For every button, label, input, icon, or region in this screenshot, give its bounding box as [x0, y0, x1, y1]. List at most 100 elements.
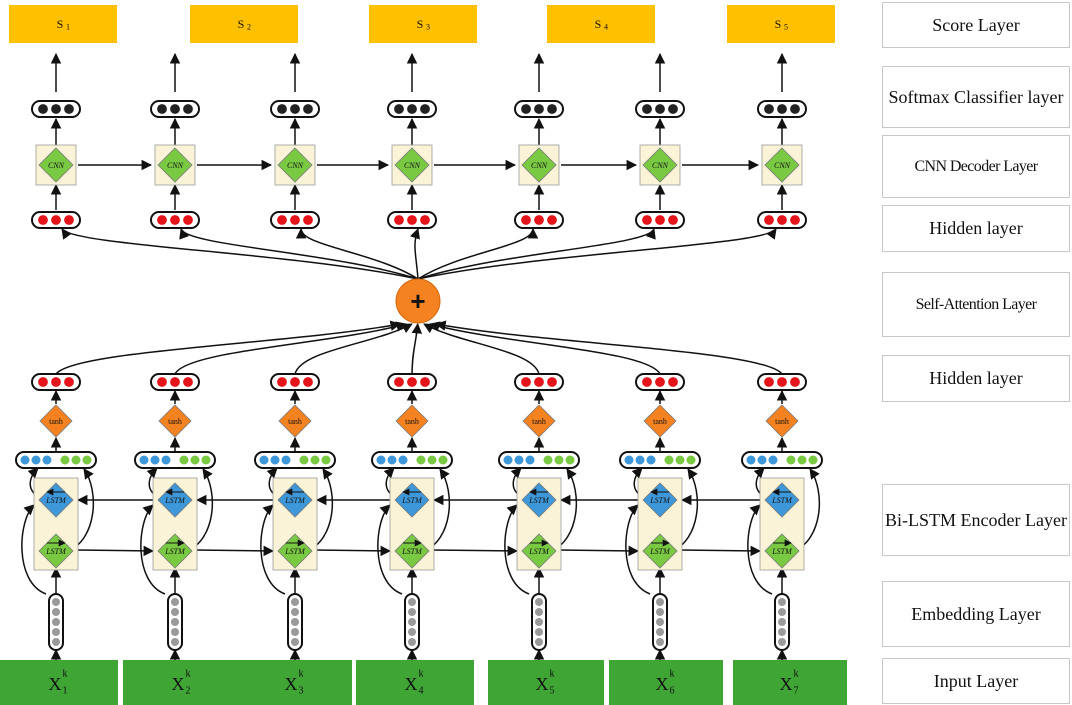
score-subscript-4: 4 [604, 23, 608, 32]
hidden-top-strip-7-dot-3 [789, 214, 801, 226]
hidden-top-strip-3 [270, 211, 320, 229]
hidden-bottom-strip-2-dot-1 [156, 376, 168, 388]
hidden-top-strip-7-dot-1 [763, 214, 775, 226]
input-label-7: X [780, 674, 793, 694]
concat-blue-dot-5-3 [525, 455, 535, 465]
label-score-layer: Score Layer [882, 2, 1070, 48]
hidden-bottom-strip-1-dot-1 [37, 376, 49, 388]
hidden-top-strip-3-dot-3 [302, 214, 314, 226]
score-box-1-fill [9, 5, 117, 43]
embedding-dot-2-2 [171, 608, 179, 616]
hidden-top-strip-1-dot-2 [50, 214, 62, 226]
input-label-1: X [49, 674, 62, 694]
concat-strip-6 [619, 451, 701, 469]
backward-lstm-node-3-label: LSTM [284, 496, 306, 505]
concat-green-dot-1-1 [60, 455, 70, 465]
concat-strip-5 [498, 451, 580, 469]
input-label-4: X [405, 674, 418, 694]
concat-blue-dot-2-2 [150, 455, 160, 465]
hidden-top-strip-1-dot-3 [63, 214, 75, 226]
input-superscript-4: k [419, 669, 424, 680]
concat-green-dot-4-3 [438, 455, 448, 465]
concat-blue-dot-1-1 [20, 455, 30, 465]
embedding-dot-7-3 [778, 618, 786, 626]
label-input-layer: Input Layer [882, 658, 1070, 704]
tanh-node-3: tanh [278, 404, 312, 438]
input-box-5-fill [488, 660, 604, 705]
arrow-forward-lstm-chain-2 [194, 545, 275, 557]
hidden-bottom-strip-2-dot-3 [182, 376, 194, 388]
embedding-dot-7-1 [778, 598, 786, 606]
cnn-node-1-label: CNN [48, 161, 65, 170]
softmax-strip-5-dot-1 [520, 103, 532, 115]
arrow-attention-to-hidden-2 [179, 228, 419, 280]
score-box-4-fill [547, 5, 655, 43]
hidden-bottom-strip-7 [757, 373, 807, 391]
tanh-node-4: tanh [395, 404, 429, 438]
cnn-node-6-shape [642, 147, 678, 183]
input-box-6-fill [609, 660, 723, 705]
forward-lstm-node-1-label: LSTM [45, 547, 67, 556]
softmax-strip-2-dot-2 [169, 103, 181, 115]
tanh-node-3-shape [278, 404, 312, 438]
input-superscript-6: k [670, 669, 675, 680]
arrow-hidden-to-attention-6 [429, 321, 661, 375]
backward-lstm-node-6-label: LSTM [649, 496, 671, 505]
embedding-strip-4 [404, 593, 420, 651]
concat-blue-dot-5-2 [514, 455, 524, 465]
tanh-node-7: tanh [765, 404, 799, 438]
softmax-strip-6 [635, 100, 685, 118]
arrow-hidden-to-attention-2 [174, 321, 407, 375]
tanh-node-2-shape [158, 404, 192, 438]
softmax-strip-6-dot-2 [654, 103, 666, 115]
softmax-strip-3-dot-2 [289, 103, 301, 115]
backward-lstm-node-5-label: LSTM [528, 496, 550, 505]
hidden-bottom-strip-2-dot-2 [169, 376, 181, 388]
embedding-dot-1-4 [52, 628, 60, 636]
input-subscript-1: 1 [63, 686, 68, 697]
concat-blue-dot-3-1 [259, 455, 269, 465]
concat-strip-1 [15, 451, 97, 469]
arrow-hidden-to-attention-3 [294, 323, 413, 375]
cnn-node-4-shape [394, 147, 430, 183]
softmax-strip-1-dot-2 [50, 103, 62, 115]
concat-green-dot-4-1 [416, 455, 426, 465]
embedding-dot-5-1 [535, 598, 543, 606]
input-subscript-4: 4 [419, 686, 424, 697]
cnn-node-5-label: CNN [531, 161, 548, 170]
hidden-top-strip-4-dot-1 [393, 214, 405, 226]
score-label-1: S [57, 17, 64, 31]
label-softmax-layer: Softmax Classifier layer [882, 66, 1070, 128]
tanh-node-1: tanh [39, 404, 73, 438]
softmax-strip-2 [150, 100, 200, 118]
softmax-strip-4-dot-1 [393, 103, 405, 115]
input-subscript-2: 2 [186, 686, 191, 697]
hidden-top-strip-6-dot-2 [654, 214, 666, 226]
cnn-node-7-shape [764, 147, 800, 183]
forward-lstm-node-4-label: LSTM [401, 547, 423, 556]
input-label-2: X [172, 674, 185, 694]
cnn-node-7-label: CNN [774, 161, 791, 170]
cnn-node-3-shape [277, 147, 313, 183]
hidden-bottom-strip-1-dot-3 [63, 376, 75, 388]
tanh-node-4-label: tanh [405, 417, 419, 426]
arrow-hidden-to-attention-7 [435, 320, 783, 375]
concat-blue-dot-7-2 [757, 455, 767, 465]
concat-strip-4 [371, 451, 453, 469]
arrow-forward-lstm-chain-5 [558, 545, 640, 557]
tanh-node-6: tanh [643, 404, 677, 438]
hidden-bottom-strip-4-dot-1 [393, 376, 405, 388]
concat-green-dot-7-3 [808, 455, 818, 465]
hidden-bottom-strip-5-dot-2 [533, 376, 545, 388]
hidden-bottom-strip-3-dot-1 [276, 376, 288, 388]
tanh-node-6-shape [643, 404, 677, 438]
cnn-node-2: CNN [157, 147, 193, 183]
hidden-bottom-strip-6-dot-2 [654, 376, 666, 388]
cnn-node-7: CNN [764, 147, 800, 183]
input-subscript-7: 7 [794, 686, 799, 697]
